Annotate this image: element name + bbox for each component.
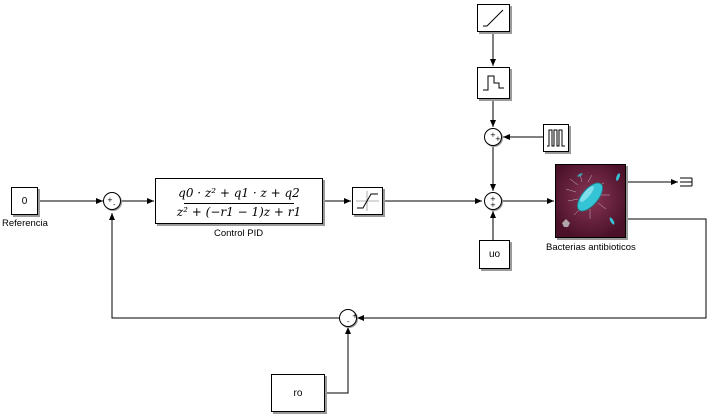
sum-sign: +	[352, 312, 358, 320]
pid-transfer-function-block[interactable]: q0 · z² + q1 · z + q2 z² + (−r1 − 1)z + …	[155, 178, 323, 224]
disturbance-sum-block[interactable]: + +	[484, 128, 502, 146]
sum-sign: +	[490, 131, 496, 139]
scope-output-icon[interactable]	[680, 177, 693, 187]
sum-sign: -	[347, 318, 350, 326]
feedback-sum-block[interactable]: + -	[339, 309, 358, 327]
sum-sign: +	[495, 135, 501, 143]
sum-sign: +	[490, 201, 496, 209]
referencia-label: Referencia	[2, 218, 48, 229]
bacterias-antibioticos-block[interactable]	[555, 164, 626, 238]
plant-label: Bacterias antibioticos	[546, 242, 636, 253]
plant-input-sum-block[interactable]: + +	[484, 192, 502, 210]
uo-constant-block[interactable]: uo	[479, 240, 510, 269]
referencia-value: 0	[21, 195, 28, 207]
ramp-source-block[interactable]	[477, 4, 510, 32]
saturation-block[interactable]	[352, 187, 383, 215]
pulse-generator-block[interactable]	[543, 124, 569, 152]
step-block[interactable]	[477, 67, 510, 99]
ro-value: ro	[293, 387, 303, 399]
reference-sum-block[interactable]: + -	[103, 192, 121, 210]
sum-sign: +	[107, 196, 113, 204]
step-icon	[483, 75, 504, 91]
pid-numerator: q0 · z² + q1 · z + q2	[178, 186, 300, 200]
ro-constant-block[interactable]: ro	[271, 374, 325, 412]
pid-denominator: z² + (−r1 − 1)z + r1	[176, 205, 302, 219]
fraction-bar	[184, 203, 294, 204]
bacteria-icon	[556, 165, 625, 237]
wire-ro-to-feedback	[325, 327, 351, 394]
wire-feedback-to-refsum	[109, 213, 339, 319]
referencia-constant-block[interactable]: 0	[11, 187, 38, 215]
ramp-icon	[483, 9, 504, 27]
pulse-generator-icon	[547, 129, 565, 147]
sum-sign: -	[113, 201, 116, 209]
sum-sign: +	[490, 195, 496, 203]
pid-label: Control PID	[214, 228, 264, 239]
saturation-icon	[356, 191, 379, 211]
wire-plant-feedback	[357, 218, 707, 321]
uo-value: uo	[488, 249, 501, 260]
